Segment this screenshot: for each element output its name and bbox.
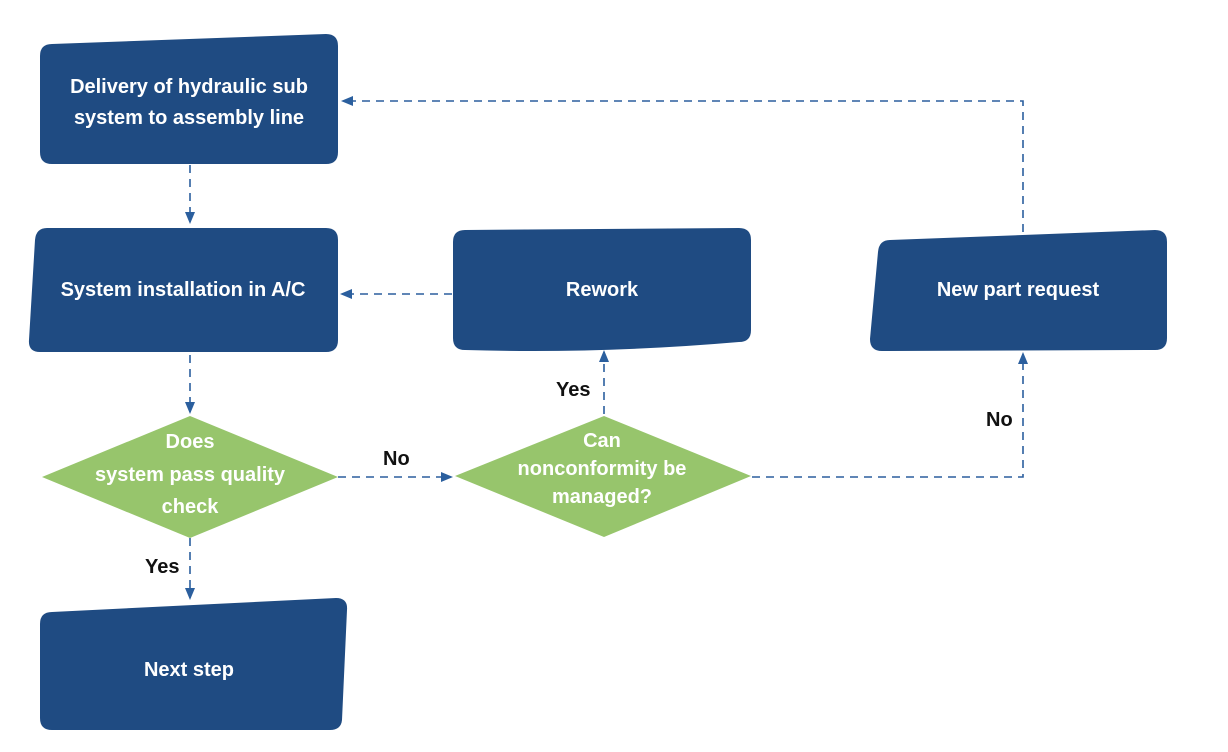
node-next-step-label: Next step bbox=[144, 659, 234, 681]
node-next-step-shape bbox=[40, 598, 348, 730]
node-new-part: New part request bbox=[870, 230, 1167, 351]
node-quality-check-line1: Does bbox=[166, 431, 215, 453]
node-next-step: Next step bbox=[40, 598, 348, 730]
node-quality-check: Does system pass quality check bbox=[42, 416, 338, 538]
node-nonconformity-shape bbox=[455, 416, 751, 537]
node-quality-check-line2: system pass quality bbox=[95, 464, 286, 486]
connectors bbox=[185, 96, 1028, 600]
label-nonconformity-no: No bbox=[986, 409, 1013, 431]
node-quality-check-shape bbox=[42, 416, 338, 538]
node-installation-shape bbox=[28, 228, 339, 352]
node-nonconformity-line2: nonconformity be bbox=[518, 458, 687, 480]
node-installation-label: System installation in A/C bbox=[61, 279, 306, 301]
edge-new-part-to-delivery bbox=[341, 96, 1024, 232]
node-new-part-shape bbox=[870, 230, 1167, 351]
node-nonconformity-line1: Can bbox=[583, 430, 621, 452]
label-nonconformity-yes: Yes bbox=[556, 379, 590, 401]
node-new-part-label: New part request bbox=[937, 279, 1100, 301]
node-rework: Rework bbox=[453, 228, 751, 351]
node-delivery-shape bbox=[40, 34, 338, 164]
edge-nonconformity-to-new-part bbox=[752, 352, 1028, 478]
node-nonconformity: Can nonconformity be managed? bbox=[455, 416, 751, 537]
node-nonconformity-line3: managed? bbox=[552, 486, 652, 508]
node-rework-shape bbox=[453, 228, 751, 351]
label-quality-yes: Yes bbox=[145, 556, 179, 578]
node-quality-check-line3: check bbox=[162, 496, 220, 518]
node-rework-label: Rework bbox=[566, 279, 639, 301]
node-delivery: Delivery of hydraulic sub system to asse… bbox=[40, 34, 338, 164]
node-installation: System installation in A/C bbox=[28, 228, 339, 352]
label-quality-no: No bbox=[383, 448, 410, 470]
node-delivery-line1: Delivery of hydraulic sub bbox=[70, 76, 308, 98]
node-delivery-line2: system to assembly line bbox=[74, 107, 304, 129]
